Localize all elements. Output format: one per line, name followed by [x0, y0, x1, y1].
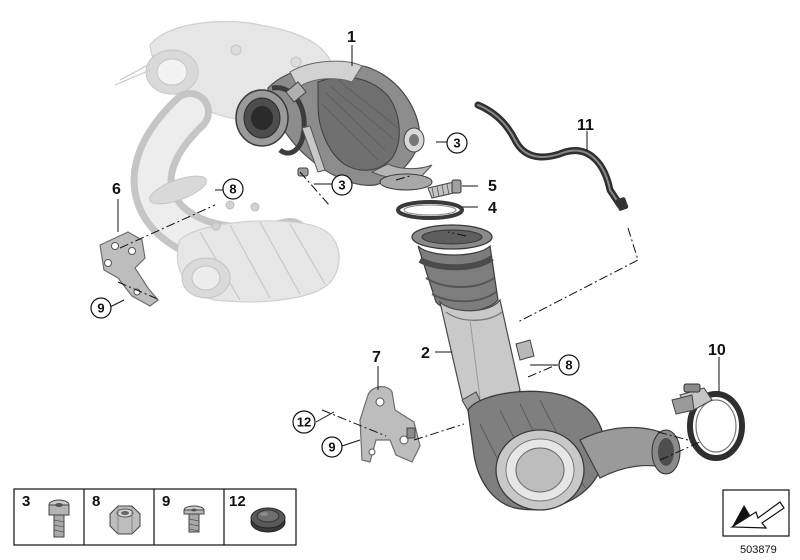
callout-8-lower: 8 [565, 358, 572, 373]
view-direction-box[interactable]: 503879 [722, 489, 790, 556]
bracket-6 [99, 231, 159, 307]
callout-5: 5 [488, 178, 497, 195]
callout-12: 12 [297, 415, 311, 430]
hex-nut-icon [109, 505, 141, 535]
pipe-clamp-10 [671, 383, 745, 461]
callout-1: 1 [347, 29, 356, 46]
vacuum-hose-11 [474, 101, 629, 211]
torx-bolt-icon [48, 499, 70, 538]
legend-number-12: 12 [229, 493, 246, 510]
callout-2: 2 [421, 345, 430, 362]
bracket-7 [359, 386, 421, 463]
ghost-turbo-assembly [114, 20, 340, 303]
callout-10: 10 [708, 342, 726, 359]
callouts: 1 2 4 5 6 7 10 11 3 3 8 8 9 9 12 [90, 29, 726, 458]
callout-3-lower: 3 [338, 178, 345, 193]
document-number: 503879 [740, 544, 777, 556]
plug-icon [250, 507, 286, 533]
fastener-legend: 3 8 9 12 [13, 488, 297, 546]
callout-6: 6 [112, 181, 121, 198]
callout-3-upper: 3 [453, 136, 460, 151]
legend-number-8: 8 [92, 493, 100, 510]
callout-4: 4 [488, 200, 497, 217]
sensor-bolt-5 [427, 179, 462, 199]
arrow-icon [730, 501, 785, 529]
leader-lines [109, 45, 720, 447]
callout-11: 11 [577, 117, 594, 134]
legend-number-3: 3 [22, 493, 30, 510]
dashed-assembly-lines [117, 171, 701, 461]
catalytic-converter-1 [235, 60, 433, 191]
callout-7: 7 [372, 349, 381, 366]
callout-9-bracket: 9 [328, 440, 335, 455]
callout-9-left: 9 [97, 301, 104, 316]
gasket-ring-4 [396, 200, 464, 220]
screw-icon [183, 505, 205, 533]
legend-number-9: 9 [162, 493, 170, 510]
exhaust-pipe-2 [411, 224, 681, 511]
callout-8-upper: 8 [229, 182, 236, 197]
